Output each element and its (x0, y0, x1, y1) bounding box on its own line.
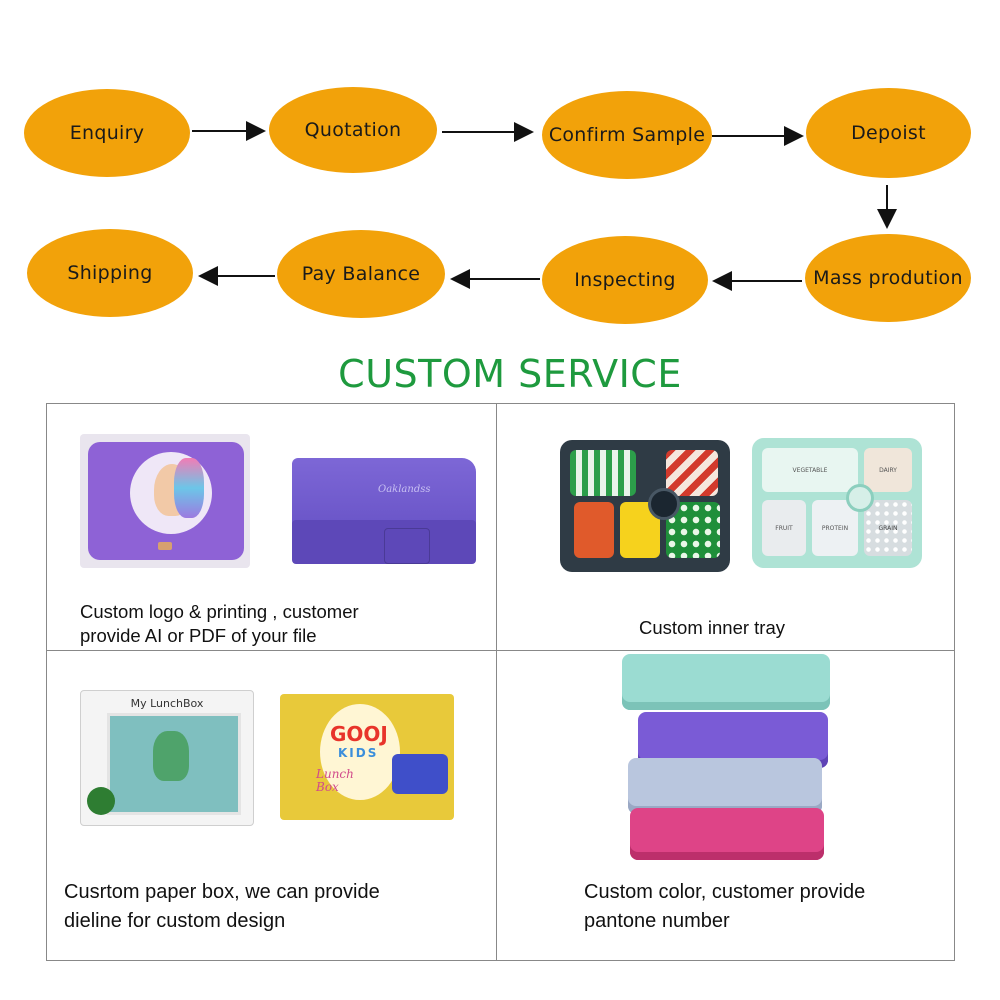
dinosaur-icon (153, 731, 189, 781)
service-caption-paperbox: Cusrtom paper box, we can provide dielin… (64, 881, 380, 932)
dark-tray-photo (560, 440, 730, 572)
gooj-line3: Lunch Box (316, 767, 354, 794)
service-caption-tray: Custom inner tray (639, 617, 785, 638)
flow-step-mass-production: Mass prodution (805, 234, 971, 322)
tray-label-protein: PROTEIN (812, 500, 858, 556)
process-flow: Enquiry Quotation Confirm Sample Depoist… (0, 0, 1000, 340)
grid-divider-horizontal (46, 650, 955, 651)
badge-icon (87, 787, 115, 815)
tray-label-fruit: FRUIT (762, 500, 806, 556)
section-title: CUSTOM SERVICE (338, 352, 682, 396)
gooj-line2: KIDS (338, 746, 379, 760)
flow-step-pay-balance: Pay Balance (277, 230, 445, 318)
unicorn-lunchbox-photo (80, 434, 250, 568)
service-caption-color: Custom color, customer provide pantone n… (584, 881, 866, 932)
grid-divider-vertical (496, 403, 497, 961)
flow-step-deposit: Depoist (806, 88, 971, 178)
gooj-kids-packaging-photo: GOOJ KIDS Lunch Box (280, 694, 454, 820)
tray-label-dairy: DAIRY (864, 448, 912, 492)
tray-label-grain: GRAIN (864, 500, 912, 556)
lunchbox-label: My LunchBox (130, 697, 204, 710)
unicorn-emblem-icon (130, 452, 212, 534)
service-caption-logo: Custom logo & printing , customer provid… (80, 601, 359, 646)
purple-lunchbox-edge-photo: Oaklandss (292, 458, 478, 568)
my-lunchbox-packaging-photo: My LunchBox (80, 690, 254, 826)
color-stack-photo (620, 652, 834, 864)
brand-label: Oaklandss (378, 484, 431, 495)
flow-arrows (192, 121, 897, 291)
flow-step-quotation: Quotation (269, 87, 437, 173)
mint-tray-photo: VEGETABLE DAIRY FRUIT PROTEIN GRAIN (752, 438, 922, 568)
flow-step-inspecting: Inspecting (542, 236, 708, 324)
service-grid (46, 403, 955, 961)
flow-step-shipping: Shipping (27, 229, 193, 317)
gooj-line1: GOOJ (330, 722, 388, 746)
tray-label-vegetable: VEGETABLE (762, 448, 858, 492)
flow-step-confirm-sample: Confirm Sample (542, 91, 712, 179)
flow-step-enquiry: Enquiry (24, 89, 190, 177)
